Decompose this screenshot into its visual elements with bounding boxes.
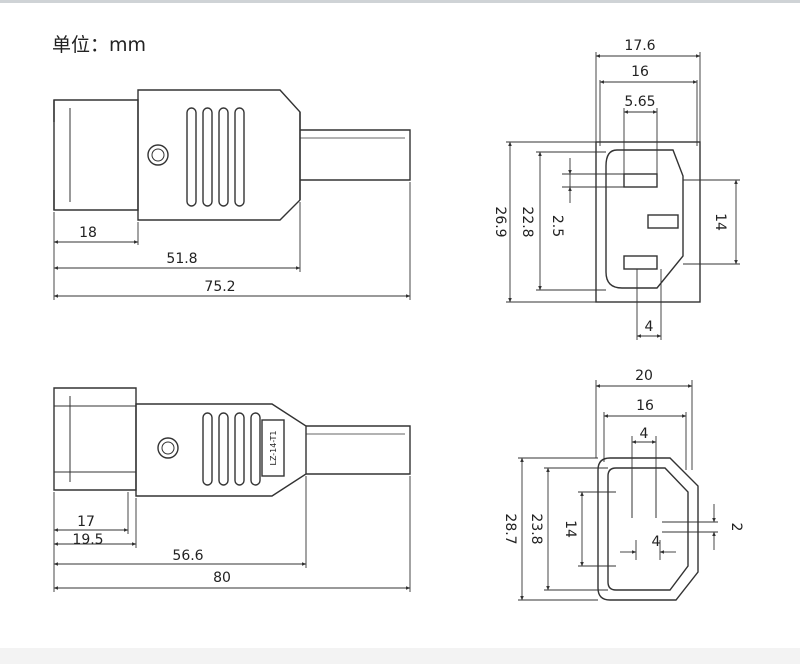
socket-face: [605, 149, 684, 289]
grip-slot: [250, 412, 261, 486]
socket-end-outline: [53, 99, 139, 211]
grip-slot: [218, 412, 229, 486]
dim-28-7: 28.7: [502, 513, 518, 544]
dim-75-2: 75.2: [204, 279, 235, 295]
dim-4: 4: [645, 319, 654, 335]
connector-top-side-view: [53, 89, 411, 221]
dims-top-left: [53, 182, 411, 300]
front-inner-face: [607, 467, 689, 591]
dim-4-bottom: 4: [652, 534, 661, 550]
dim-16: 16: [636, 398, 654, 414]
dim-23-8: 23.8: [528, 513, 544, 544]
dim-22-8: 22.8: [519, 206, 535, 237]
grip-slot: [202, 107, 213, 207]
dim-80: 80: [213, 570, 231, 586]
connector-top-front-view: [595, 141, 701, 303]
dims-bottom-left: [53, 476, 411, 592]
dim-2-5: 2.5: [549, 215, 565, 237]
socket-end-outline: [53, 387, 137, 491]
part-marking: LZ-14-T1: [269, 431, 278, 466]
dim-17-6: 17.6: [624, 38, 655, 54]
drawing-sheet: 单位：mm: [0, 0, 800, 648]
unit-label: 单位：mm: [52, 34, 147, 56]
dim-19-5: 19.5: [72, 532, 103, 548]
front-outer-frame: [595, 141, 701, 303]
connector-bottom-side-view: [53, 387, 411, 497]
grip-slot: [234, 107, 245, 207]
dim-56-6: 56.6: [172, 548, 203, 564]
cable-outline: [300, 129, 411, 181]
grip-slot: [202, 412, 213, 486]
screw-hole: [157, 437, 179, 459]
pin-slot-bottom: [623, 255, 658, 270]
dim-2: 2: [728, 523, 744, 532]
dims-top-right: [506, 52, 740, 340]
dim-20: 20: [635, 368, 653, 384]
grip-slot: [186, 107, 197, 207]
dim-18: 18: [79, 225, 97, 241]
dim-51-8: 51.8: [166, 251, 197, 267]
screw-hole: [147, 144, 169, 166]
dim-16: 16: [631, 64, 649, 80]
front-outer-shell: [597, 457, 699, 601]
dim-14: 14: [562, 520, 578, 538]
connector-bottom-front-view: [597, 457, 699, 601]
pin-slot-top: [623, 173, 658, 188]
dim-17: 17: [77, 514, 95, 530]
top-divider: [0, 0, 800, 3]
dim-4-top: 4: [640, 426, 649, 442]
grip-slot: [218, 107, 229, 207]
dim-14: 14: [712, 213, 728, 231]
dims-bottom-right: [518, 380, 718, 601]
grip-slot: [234, 412, 245, 486]
label-plate: [261, 419, 285, 477]
technical-drawing: 18 51.8 75.2: [53, 38, 744, 601]
cable-outline: [306, 425, 411, 475]
dim-26-9: 26.9: [492, 206, 508, 237]
body-outline: [135, 403, 307, 497]
dim-5-65: 5.65: [624, 94, 655, 110]
pin-slot-right: [647, 214, 679, 229]
